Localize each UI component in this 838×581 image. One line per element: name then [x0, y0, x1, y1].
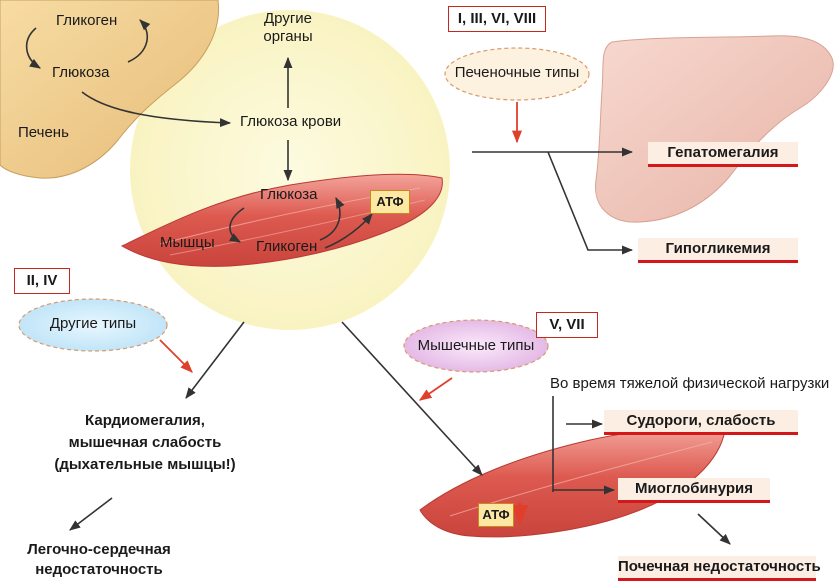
liver-left-shape	[0, 0, 220, 179]
muscles-label: Мышцы	[160, 234, 215, 251]
glucose-muscle-label: Глюкоза	[260, 186, 318, 203]
liver-label: Печень	[18, 124, 69, 141]
liver-right-shape	[594, 35, 834, 223]
liver-types-roman-tag: I, III, VI, VIII	[448, 6, 546, 32]
cramps-box: Судороги, слабость	[604, 410, 798, 435]
glycogen-liver-label: Гликоген	[56, 12, 118, 29]
muscle-types-roman-tag: V, VII	[536, 312, 598, 338]
exercise-label: Во время тяжелой физической нагрузки	[550, 375, 830, 392]
muscle-top-shape	[120, 173, 443, 267]
hepatomegaly-box: Гепатомегалия	[648, 142, 798, 167]
myoglobinuria-box: Миоглобинурия	[618, 478, 770, 503]
muscle-types-label: Мышечные типы	[417, 337, 535, 354]
glucose-liver-label: Глюкоза	[52, 64, 110, 81]
other-types-cloud	[18, 298, 168, 352]
pulmonary-label: Легочно-сердечная недостаточность	[27, 541, 171, 578]
liver-types-cloud	[444, 47, 590, 101]
atp-badge: АТФ	[370, 190, 410, 214]
other-types-roman-tag: II, IV	[14, 268, 70, 294]
glycogen-muscle-label: Гликоген	[256, 238, 318, 255]
blood-glucose-label: Глюкоза крови	[240, 113, 342, 130]
muscle-types-cloud	[403, 319, 549, 373]
atp-decreased-badge: АТФ	[478, 503, 514, 527]
liver-types-label: Печеночные типы	[454, 64, 580, 81]
renal-failure-box: Почечная недостаточность	[618, 556, 821, 581]
hypoglycemia-box: Гипогликемия	[638, 238, 798, 263]
other-types-label: Другие типы	[49, 315, 137, 332]
other-organs-label: Другие органы	[263, 10, 313, 45]
cardiomegaly-label: Кардиомегалия, мышечная слабость (дыхате…	[54, 412, 236, 473]
